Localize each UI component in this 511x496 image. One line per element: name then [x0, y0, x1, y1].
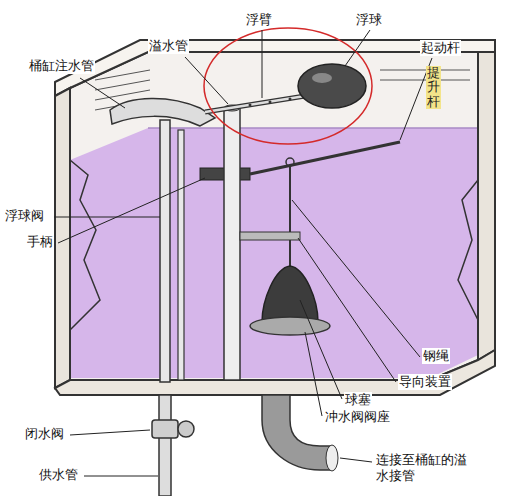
flush-valve-seat	[250, 317, 330, 335]
part-label: 供水管	[38, 467, 79, 483]
part-label: 冲水阀阀座	[324, 409, 391, 425]
part-label: 球塞	[344, 392, 372, 408]
outlet-mouth	[326, 445, 338, 471]
part-label: 桶缸注水管	[28, 58, 95, 74]
part-label: 导向装置	[398, 374, 452, 390]
tank-ball	[262, 266, 318, 322]
fill-valve-body	[110, 98, 215, 126]
lift-wire	[289, 165, 291, 270]
water-line	[148, 127, 478, 129]
overflow-pipe	[224, 108, 240, 380]
supply-pipe	[159, 395, 171, 496]
vertical-label: 提升杆	[426, 66, 441, 109]
cutaway-edge-right	[458, 180, 478, 320]
guide-arm	[240, 232, 300, 240]
float-ball-highlight	[312, 73, 332, 83]
lift-ring	[286, 158, 294, 166]
highlight-ellipse	[204, 28, 372, 144]
tank-right-wall	[478, 52, 495, 360]
cutaway-edge	[70, 160, 100, 330]
part-label: 浮球	[355, 12, 383, 28]
part-label: 连接至桶缸的溢水接管	[375, 452, 469, 483]
leader-lines	[54, 30, 432, 476]
float-ball	[298, 64, 366, 108]
part-label: 起动杆	[420, 40, 461, 56]
part-label: 手柄	[26, 234, 54, 250]
refill-tube	[178, 130, 184, 380]
tank-water	[70, 128, 478, 378]
trip-arm	[250, 142, 400, 174]
part-label: 浮球阀	[4, 208, 45, 224]
tank-inner	[70, 52, 478, 380]
fill-valve-pipe	[160, 120, 170, 382]
part-label: 钢绳	[422, 348, 450, 364]
shutoff-knob	[178, 421, 194, 437]
tank-left-wall	[55, 88, 70, 388]
part-label: 闭水阀	[24, 426, 65, 442]
part-label: 溢水管	[148, 38, 189, 54]
shutoff-valve	[152, 420, 178, 438]
part-label: 浮臂	[245, 12, 273, 28]
